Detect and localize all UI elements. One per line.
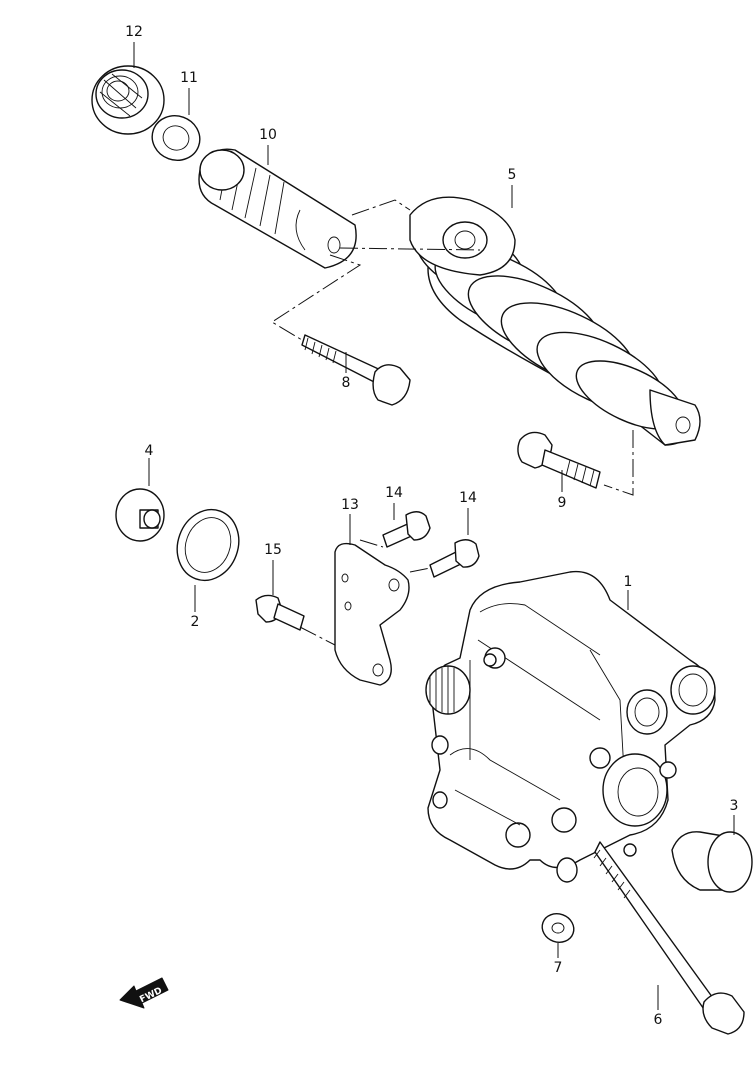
part-5-shock-absorber <box>409 196 701 446</box>
part-14-bolt-lower <box>429 539 480 578</box>
part-11-washer <box>151 115 201 161</box>
callout-8: 8 <box>342 375 351 391</box>
assembly-lines <box>271 199 634 646</box>
callout-7: 7 <box>554 960 563 976</box>
part-4-cap <box>115 488 165 542</box>
callout-2: 2 <box>191 614 200 630</box>
callout-numbers: 12 11 10 5 8 4 9 14 14 13 15 2 1 3 7 6 <box>125 24 738 1028</box>
part-3-cap <box>671 831 753 893</box>
part-2-seal <box>176 508 240 582</box>
callout-4: 4 <box>145 443 154 459</box>
callout-14-lower: 14 <box>459 490 477 506</box>
callout-11: 11 <box>180 70 198 86</box>
fwd-arrow-icon: FWD <box>119 977 169 1009</box>
callout-15: 15 <box>264 542 282 558</box>
part-10-shock-mount <box>198 148 357 269</box>
callout-13: 13 <box>341 497 359 513</box>
part-8-bolt <box>301 334 411 406</box>
callout-10: 10 <box>259 127 277 143</box>
callout-6: 6 <box>654 1012 663 1028</box>
callout-3: 3 <box>730 798 739 814</box>
part-14-bolt-upper <box>382 511 431 548</box>
part-1-caliper <box>425 570 716 883</box>
callout-14-upper: 14 <box>385 485 403 501</box>
callout-1: 1 <box>624 574 633 590</box>
leader-lines <box>133 42 735 1010</box>
callout-12: 12 <box>125 24 143 40</box>
part-12-nut <box>91 65 165 135</box>
part-9-bolt <box>517 431 601 489</box>
callout-9: 9 <box>558 495 567 511</box>
part-6-bolt <box>593 841 745 1035</box>
callout-5: 5 <box>508 167 517 183</box>
part-15-bolt <box>255 594 305 631</box>
part-13-bracket <box>334 542 410 686</box>
part-7-washer <box>541 913 575 943</box>
